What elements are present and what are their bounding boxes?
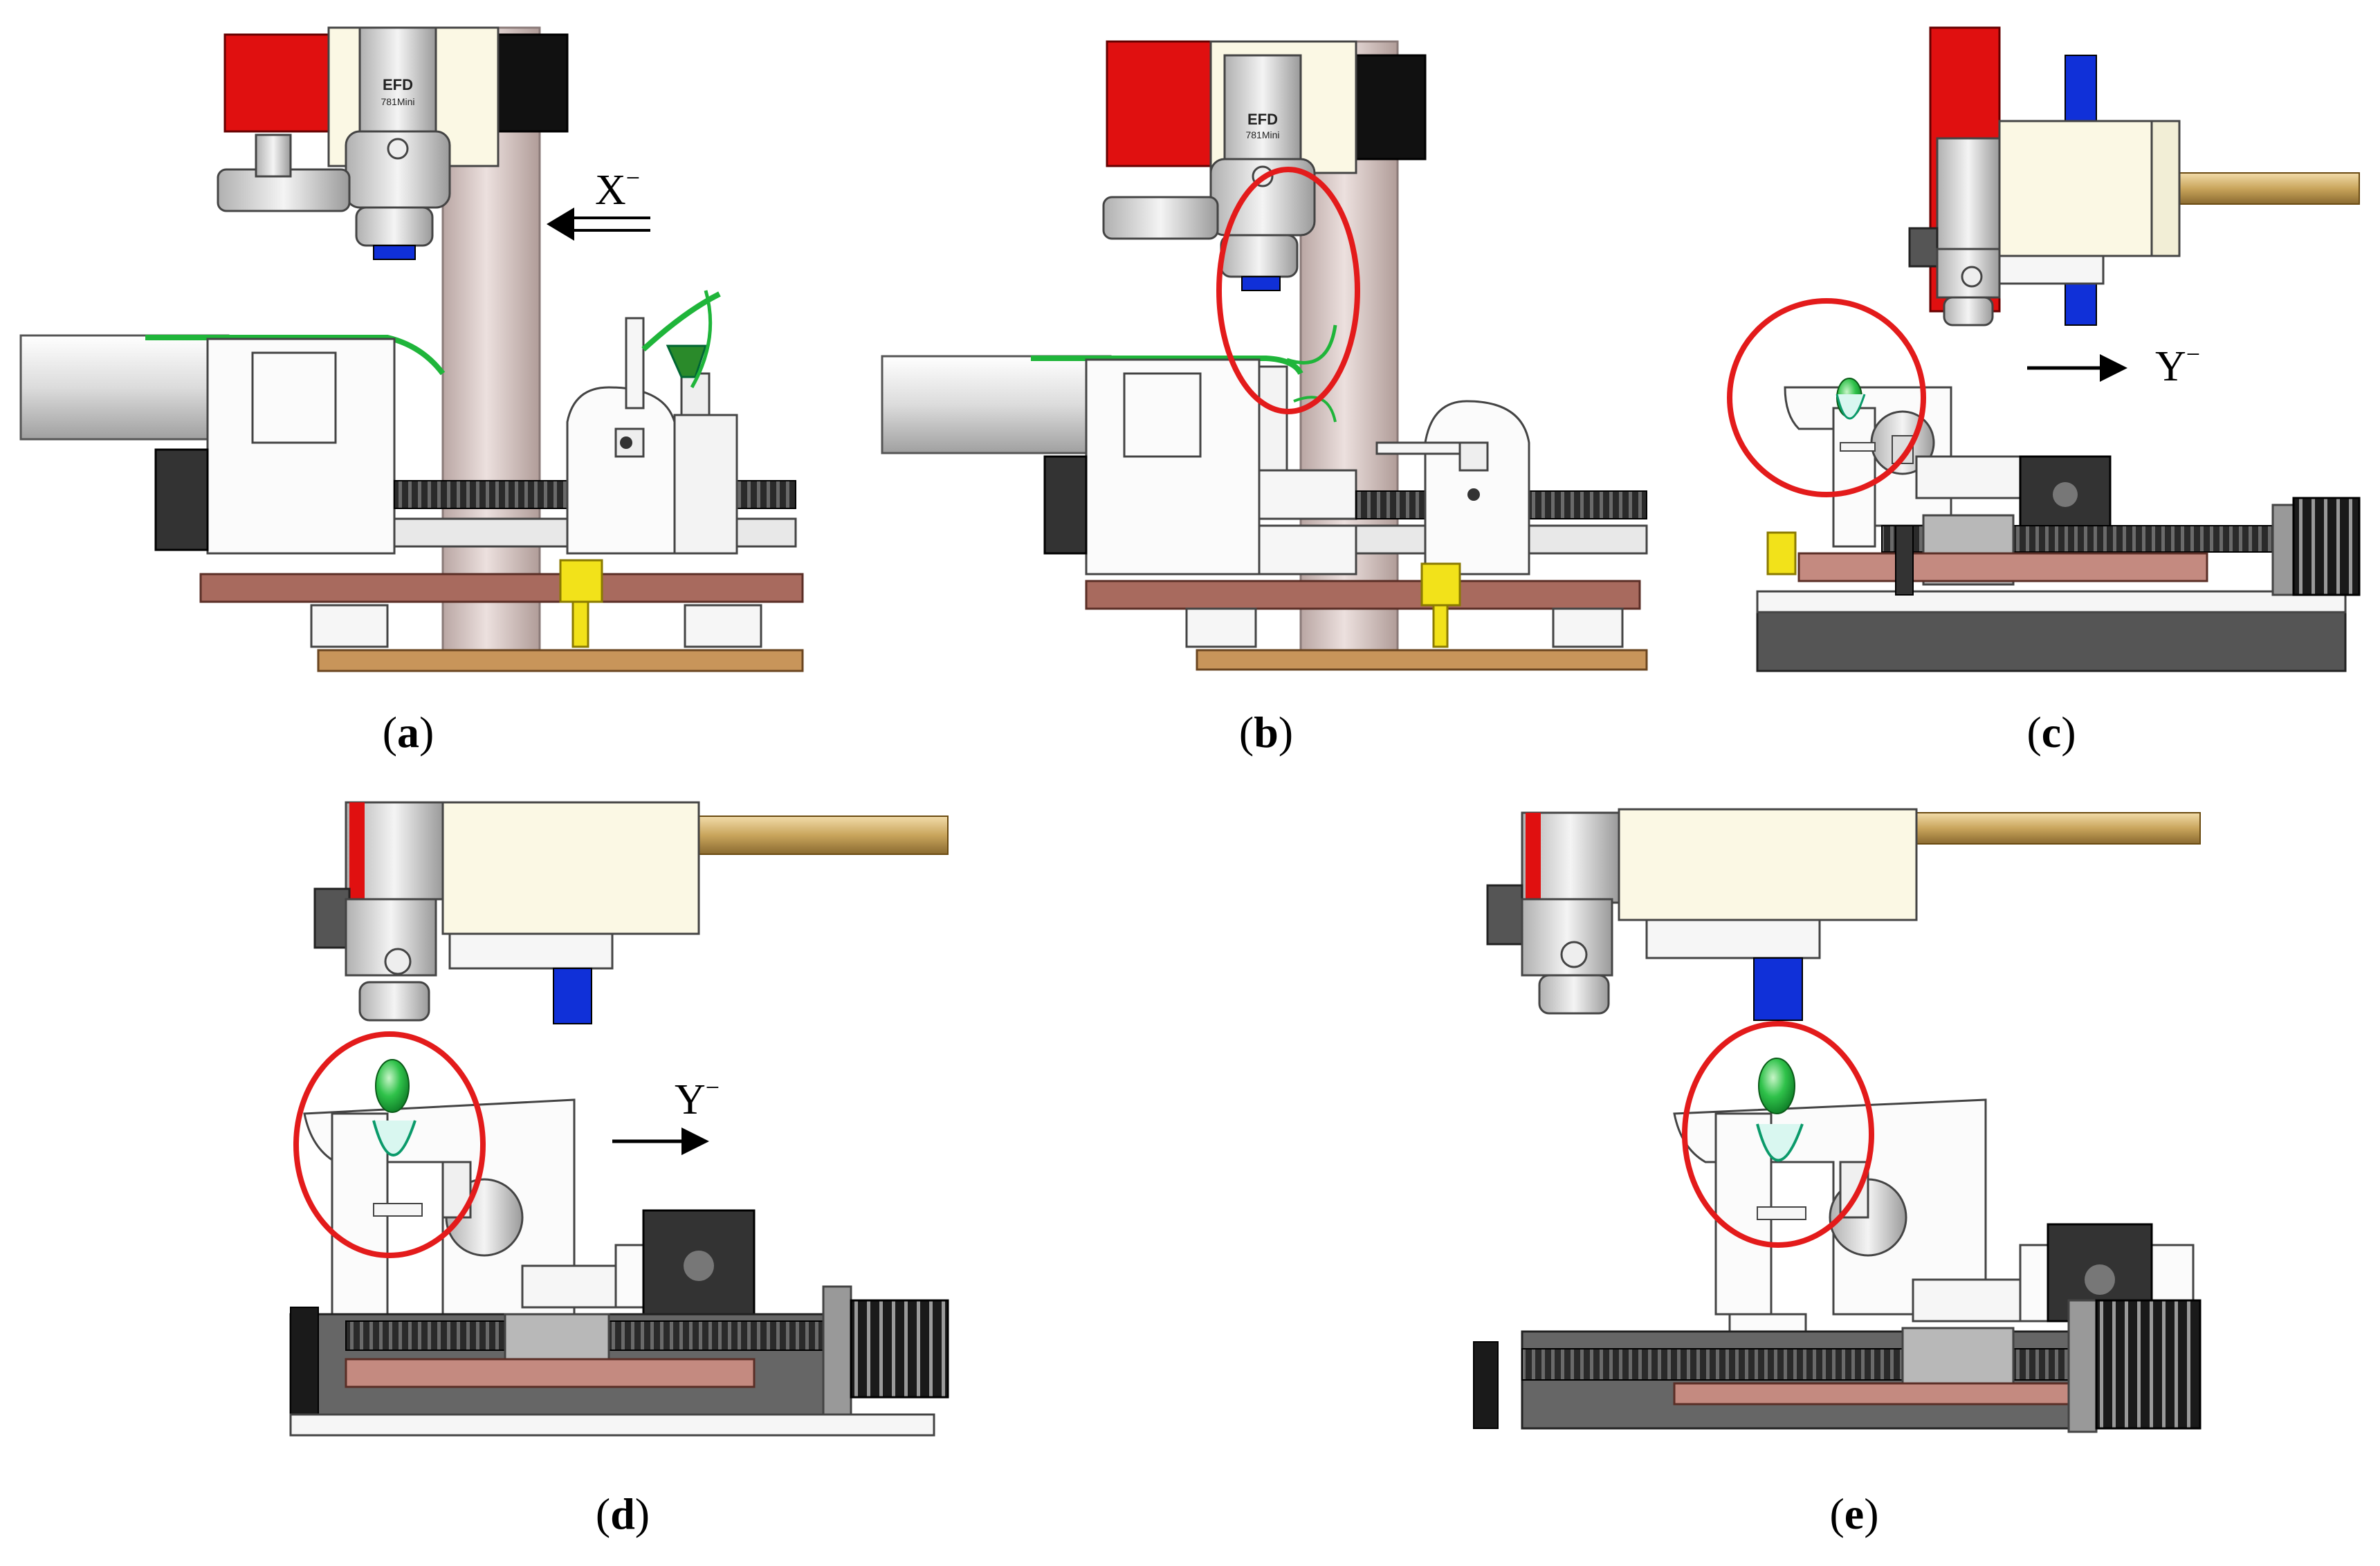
caption-b: (b) [1239, 708, 1293, 757]
leaf-fixture [1375, 400, 1530, 575]
yellow-locator [1420, 562, 1461, 607]
blue-valve [553, 968, 592, 1024]
dispensing-nozzle: EFD 781Mini [1102, 54, 1316, 291]
highlight-circle [293, 1031, 486, 1258]
motion-label-y: Y− [2155, 340, 2200, 390]
stepper-motor [2095, 1299, 2202, 1430]
highlight-circle [1727, 298, 1926, 497]
dispensing-nozzle [313, 801, 444, 1022]
yellow-locator [1766, 531, 1797, 575]
copper-rail [1797, 552, 2208, 582]
panel-e: (e) [1473, 808, 2202, 1538]
frame-black-block [497, 33, 569, 133]
nozzle-brand-label: EFD [1247, 111, 1278, 128]
panel-b: EFD 781Mini (b) [881, 40, 1648, 757]
cream-housing [1618, 808, 1918, 921]
stepper-block [642, 1209, 756, 1323]
horizontal-tube [881, 355, 1112, 454]
wood-base [1196, 649, 1648, 671]
cream-housing [1998, 120, 2181, 257]
leaf-fixture [1673, 1058, 1987, 1412]
carriage-housing [206, 338, 396, 555]
leaf-fixture [566, 290, 738, 555]
stepper-motor [2292, 497, 2361, 596]
motion-arrow-y: Y− [612, 1074, 720, 1155]
carriage-housing [1085, 358, 1261, 575]
dispensing-nozzle [1908, 137, 2001, 326]
highlight-circle [1682, 1021, 1874, 1248]
motion-arrow-y: Y− [2027, 340, 2200, 390]
dispensing-nozzle [1486, 811, 1620, 1015]
wood-base [317, 649, 804, 672]
motion-arrow-x: X− [547, 164, 650, 241]
caption-a: (a) [383, 708, 434, 757]
motion-label-y: Y− [675, 1074, 720, 1123]
nozzle-model-label: 781Mini [381, 96, 414, 107]
caption-c: (c) [2026, 708, 2076, 757]
panel-d: Y− (d) [289, 801, 949, 1538]
copper-rail [1673, 1382, 2077, 1406]
gold-rod [1916, 812, 2201, 845]
copper-rail [199, 573, 804, 603]
gold-rod [698, 816, 949, 855]
nozzle-brand-label: EFD [383, 76, 413, 93]
frame-red-block [1106, 40, 1212, 167]
horizontal-tube [19, 334, 230, 441]
caption-e: (e) [1829, 1489, 1878, 1538]
motion-label-x: X− [595, 164, 640, 214]
highlight-circle [1216, 167, 1360, 414]
caption-d: (d) [596, 1489, 650, 1538]
leaf-fixture [303, 1059, 576, 1399]
frame-red-block [223, 33, 330, 133]
panel-c: Y− (c) [1727, 26, 2361, 757]
copper-rail [345, 1358, 756, 1388]
dispensing-nozzle: EFD 781Mini [217, 26, 451, 260]
yellow-locator [559, 559, 603, 603]
blue-valve [1753, 957, 1803, 1021]
stepper-motor [850, 1299, 949, 1399]
frame-black-block [1355, 54, 1427, 160]
cream-housing [441, 801, 700, 935]
gold-rod [2179, 172, 2360, 205]
panel-a: EFD 781Mini X− [19, 26, 804, 757]
nozzle-model-label: 781Mini [1245, 129, 1279, 140]
copper-rail [1085, 580, 1641, 610]
